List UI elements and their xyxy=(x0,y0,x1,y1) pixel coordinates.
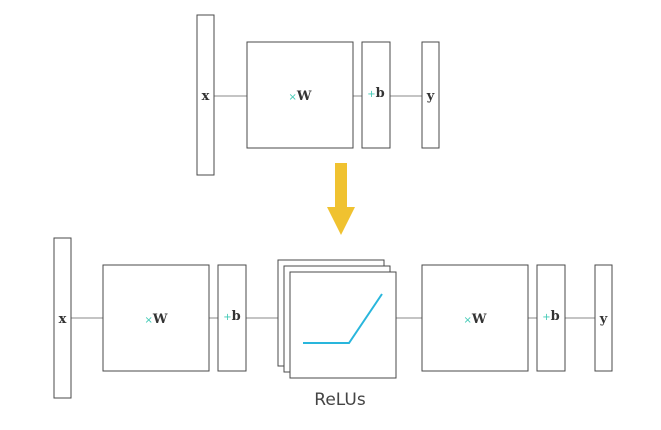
layer1-weights-var: W xyxy=(152,312,168,327)
top-weights-op: × xyxy=(289,92,297,103)
top-weights-box xyxy=(246,41,354,149)
top-output-label: y xyxy=(426,89,435,104)
layer2-weights-var: W xyxy=(471,312,487,327)
top-bias-var: b xyxy=(376,86,385,101)
relu-caption: ReLUs xyxy=(314,390,366,410)
top-weights-var: W xyxy=(296,89,312,104)
down-arrow-icon xyxy=(327,163,355,235)
layer2-weights-box xyxy=(421,264,529,372)
top-bias-label: +b xyxy=(367,86,384,101)
top-input-box xyxy=(196,14,215,176)
bottom-output-label: y xyxy=(599,312,608,327)
bottom-network: x ×W +b ReLUs ×W +b y xyxy=(53,237,613,410)
layer1-weights-label: ×W xyxy=(145,312,168,327)
bottom-input-box xyxy=(53,237,72,399)
top-weights-label: ×W xyxy=(289,89,312,104)
layer2-bias-op: + xyxy=(542,312,550,323)
layer2-weights-op: × xyxy=(464,315,472,326)
layer1-bias-op: + xyxy=(223,312,231,323)
top-bias-op: + xyxy=(367,89,375,100)
relu-unit-front xyxy=(289,271,397,379)
bottom-output-box xyxy=(594,264,613,372)
layer2-bias-label: +b xyxy=(542,309,559,324)
layer2-bias-var: b xyxy=(551,309,560,324)
layer1-bias-var: b xyxy=(232,309,241,324)
relu-stack xyxy=(277,259,397,379)
bottom-input-label: x xyxy=(59,312,67,327)
layer1-bias-label: +b xyxy=(223,309,240,324)
layer2-bias-box xyxy=(536,264,566,372)
top-bias-box xyxy=(361,41,391,149)
top-output-box xyxy=(421,41,440,149)
layer1-weights-box xyxy=(102,264,210,372)
layer2-weights-label: ×W xyxy=(464,312,487,327)
relu-curve-icon xyxy=(303,293,383,344)
top-input-label: x xyxy=(202,89,210,104)
top-network: x ×W +b y xyxy=(196,14,440,176)
layer1-bias-box xyxy=(217,264,247,372)
layer1-weights-op: × xyxy=(145,315,153,326)
